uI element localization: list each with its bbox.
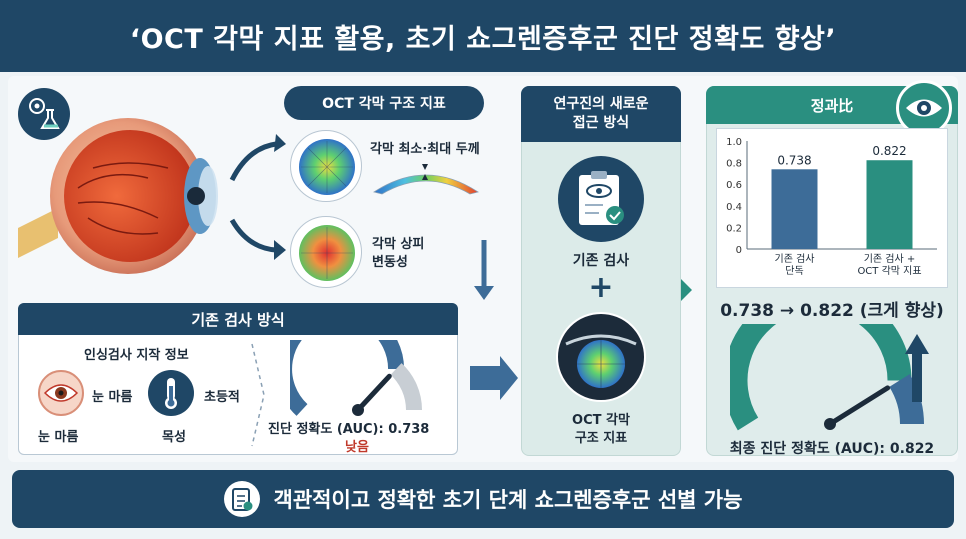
gauge-fill-arc [730, 324, 912, 431]
y-tick-label: 0.2 [726, 223, 742, 234]
checklist-badge [558, 156, 644, 242]
gauge-hub [824, 418, 836, 430]
gauge-fill-arc [290, 340, 405, 416]
bar-value-label: 0.738 [777, 153, 811, 167]
oct-indicator-label: OCT 각막 구조 지표 [521, 412, 681, 447]
new-approach-header: 연구진의 새로운 접근 방식 [521, 86, 681, 142]
oct-thickness-map [290, 130, 362, 202]
existing-accuracy-label: 진단 정확도 (AUC): 0.738 [268, 422, 430, 437]
oct-indicator-line2: 구조 지표 [574, 430, 628, 446]
bar-2 [866, 160, 913, 249]
checklist-badge-bottom [223, 481, 260, 517]
y-tick-label: 0.6 [726, 180, 742, 191]
x-category-label: 기존 검사 + [864, 253, 916, 265]
checklist-icon [231, 488, 253, 511]
clipboard-eye-icon [579, 171, 624, 225]
eye-anatomy-illustration [18, 108, 248, 298]
science-badge [18, 88, 70, 140]
gauge-rest-arc [889, 374, 924, 425]
eye-icon [906, 99, 942, 117]
existing-accuracy-gauge [290, 340, 422, 416]
y-tick-label: 0 [736, 245, 742, 256]
epithelium-label-line1: 각막 상피 [372, 237, 425, 252]
up-arrow-shaft [912, 352, 922, 402]
new-approach-title-line1: 연구진의 새로운 [553, 96, 649, 113]
accuracy-comparison: 0.738 → 0.822 (크게 향상) [720, 301, 944, 321]
thickness-scale-icon [373, 164, 479, 195]
bar-value-label: 0.822 [872, 144, 906, 158]
thermometer-icon [165, 378, 177, 409]
epithelium-map-icon [299, 225, 355, 281]
x-category-label: OCT 각막 지표 [857, 265, 921, 277]
dry-eye-label-right: 눈 마름 [92, 390, 133, 405]
y-tick-label: 1.0 [726, 137, 742, 148]
eye-badge [896, 80, 952, 136]
final-accuracy-gauge [730, 324, 929, 431]
thermo-label-below: 목성 [162, 430, 186, 445]
dry-eye-badge [38, 370, 84, 416]
existing-accuracy-status: 낮음 [345, 440, 369, 455]
branch-arrows [229, 134, 286, 260]
eye-anatomy-icon [18, 118, 218, 274]
existing-method-header: 기존 검사 방식 [18, 303, 458, 335]
dry-mouth-badge [148, 370, 194, 416]
oct-epithelium-map [290, 216, 362, 288]
oct-indicator-line1: OCT 각막 [572, 413, 630, 428]
y-tick-label: 0.8 [726, 159, 742, 170]
gauge-rest-arc [390, 363, 422, 411]
x-category-label: 단독 [785, 265, 803, 277]
title-bar: ‘OCT 각막 지표 활용, 초기 쇼그렌증후군 진단 정확도 향상’ [0, 0, 966, 72]
x-category-label: 기존 검사 [775, 253, 815, 265]
bar-1 [771, 169, 818, 249]
conclusion-bar: 객관적이고 정확한 초기 단계 쇼그렌증후군 선별 가능 [12, 470, 954, 528]
gauge-needle [355, 373, 392, 413]
page-title: ‘OCT 각막 지표 활용, 초기 쇼그렌증후군 진단 정확도 향상’ [129, 23, 837, 55]
existing-method-title: 기존 검사 방식 [191, 310, 285, 329]
oct-scan-image [556, 312, 646, 402]
dashed-divider [251, 343, 265, 447]
thickness-map-icon [299, 139, 355, 195]
accuracy-title: 정과比 [810, 96, 854, 115]
oct-scan-icon [565, 334, 637, 388]
thickness-label: 각막 최소·최대 두께 [370, 142, 480, 157]
up-arrow-icon [905, 334, 929, 354]
y-tick-label: 0.4 [726, 202, 742, 213]
epithelium-label: 각막 상피 변동성 [372, 236, 424, 272]
flask-gear-icon [29, 98, 60, 129]
existing-test-label: 기존 검사 [572, 253, 630, 269]
gauge-needle [827, 385, 891, 427]
plus-sign: + [588, 270, 614, 305]
oct-section-pill: OCT 각막 구조 지표 [284, 86, 484, 120]
epithelium-label-line2: 변동성 [372, 255, 408, 271]
oct-section-label: OCT 각막 구조 지표 [322, 96, 446, 112]
new-approach-title-line2: 접근 방식 [572, 115, 630, 131]
dry-eye-label-below: 눈 마름 [38, 430, 79, 445]
gauge-hub [352, 404, 364, 416]
clinical-info-subtitle: 인싱검사 지작 정보 [84, 348, 189, 363]
dry-eye-icon [43, 384, 79, 402]
final-accuracy-label: 최종 진단 정확도 (AUC): 0.822 [729, 441, 935, 457]
thermo-label-right: 초등적 [204, 390, 240, 405]
conclusion-text: 객관적이고 정확한 초기 단계 쇼그렌증후군 선별 가능 [273, 488, 743, 512]
